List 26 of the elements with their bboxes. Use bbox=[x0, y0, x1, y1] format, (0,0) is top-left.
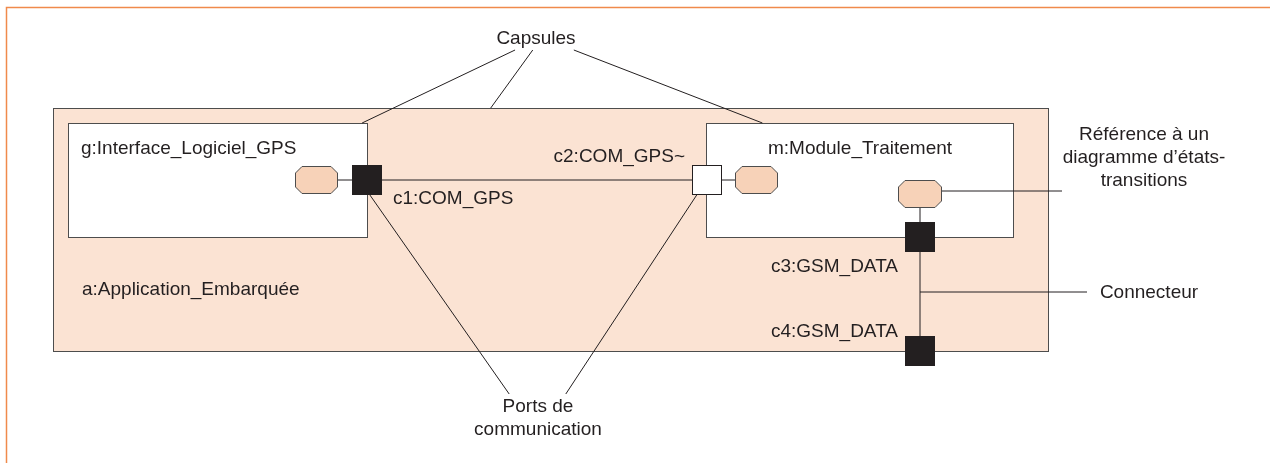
leader-line bbox=[490, 49, 534, 109]
leader-line bbox=[361, 49, 516, 124]
capsule-name: m:Module_Traitement bbox=[766, 136, 954, 159]
callout-label: Ports de communication bbox=[473, 394, 603, 440]
connector-line bbox=[721, 179, 736, 181]
port-name: c4:GSM_DATA bbox=[770, 319, 898, 342]
connector-line bbox=[337, 179, 353, 181]
port-name: c1:COM_GPS bbox=[393, 186, 514, 209]
leader-line bbox=[565, 194, 698, 395]
leader-line bbox=[919, 291, 1088, 293]
leader-line bbox=[573, 49, 763, 124]
connector-line bbox=[919, 207, 921, 223]
port-name: c2:COM_GPS~ bbox=[553, 144, 685, 167]
connector-line bbox=[919, 251, 921, 337]
capsule-box bbox=[68, 123, 368, 238]
callout-label: Référence à un diagramme d’états-transitions bbox=[1062, 122, 1226, 191]
callout-label: Capsules bbox=[495, 26, 577, 49]
capsule-name: a:Application_Embarquée bbox=[82, 277, 300, 300]
port-name: c3:GSM_DATA bbox=[770, 254, 898, 277]
capsule-box bbox=[53, 108, 1049, 352]
connector-line bbox=[381, 179, 693, 181]
leader-line bbox=[369, 194, 510, 395]
callout-label: Connecteur bbox=[1098, 280, 1200, 303]
capsule-box bbox=[706, 123, 1014, 238]
leader-line bbox=[941, 190, 1063, 192]
capsule-name: g:Interface_Logiciel_GPS bbox=[81, 136, 297, 159]
